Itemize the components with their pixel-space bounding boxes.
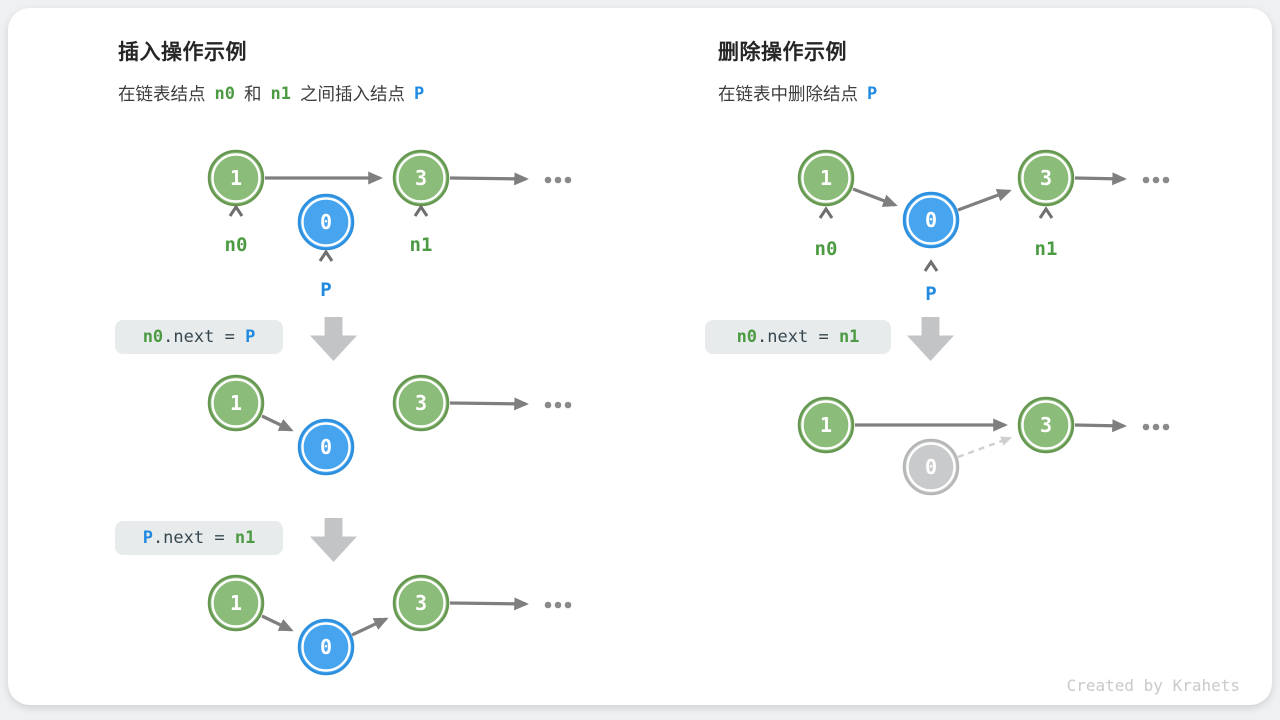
arrow-p-to-n1	[351, 617, 389, 637]
ellipsis-icon	[1142, 176, 1170, 184]
code-rhs: P	[245, 327, 256, 347]
subtitle-text: 之间插入结点	[299, 84, 405, 104]
arrow-n1-to-rest	[449, 597, 529, 611]
node-3-green	[1017, 396, 1075, 454]
insert-section-title: 插入操作示例	[118, 41, 247, 64]
node-value: 1	[229, 391, 243, 415]
n0-pointer-label: n0	[814, 238, 838, 260]
insert-step2-code: P.next = n1	[115, 521, 283, 555]
node-value: 0	[924, 208, 938, 232]
ellipsis-icon	[544, 401, 572, 409]
delete-step0-diagram	[797, 149, 1170, 272]
node-1-green	[207, 574, 265, 632]
node-value: 3	[1039, 413, 1053, 437]
n1-pointer-label: n1	[409, 234, 433, 256]
p-token: P	[867, 83, 878, 104]
code-lhs: P	[142, 528, 153, 548]
node-0-blue	[297, 618, 355, 676]
n0-pointer-label: n0	[224, 234, 248, 256]
arrow-p-to-n1	[957, 189, 1012, 212]
delete-section-title: 删除操作示例	[718, 41, 847, 64]
arrow-n0-to-p	[852, 187, 898, 207]
node-3-green	[392, 374, 450, 432]
arrow-n1-to-rest	[1074, 172, 1127, 186]
subtitle-text: 在链表结点	[118, 84, 206, 104]
insert-step0-diagram	[207, 149, 572, 262]
caret-up-icon	[818, 206, 834, 219]
ellipsis-icon	[544, 601, 572, 609]
arrow-n1-to-rest	[1074, 419, 1127, 433]
delete-section-subtitle: 在链表中删除结点 P	[718, 81, 877, 106]
p-token: P	[413, 83, 425, 104]
code-mid: .next =	[757, 327, 839, 347]
node-1-green	[207, 374, 265, 432]
node-value: 1	[229, 166, 243, 190]
subtitle-text: 和	[243, 84, 262, 104]
code-rhs: n1	[838, 327, 860, 347]
insert-step2-diagram	[207, 574, 572, 676]
node-value: 3	[414, 391, 428, 415]
p-pointer-label: P	[320, 279, 332, 301]
subtitle-text: 在链表中删除结点	[718, 84, 858, 104]
credit-text: Created by Krahets	[1066, 676, 1240, 695]
node-value: 0	[319, 635, 333, 659]
node-0-blue	[297, 418, 355, 476]
code-mid: .next =	[152, 528, 235, 548]
node-0-removed-gray	[902, 438, 960, 496]
caret-up-icon	[318, 249, 334, 262]
insert-section-subtitle: 在链表结点 n0 和 n1 之间插入结点 P	[118, 81, 424, 106]
node-0-blue	[297, 193, 355, 251]
node-3-green	[392, 149, 450, 207]
p-pointer-label: P	[925, 283, 937, 305]
node-3-green	[392, 574, 450, 632]
code-mid: .next =	[163, 327, 246, 347]
n1-token: n1	[270, 83, 291, 104]
arrow-n0-to-p	[261, 614, 294, 632]
caret-up-icon	[923, 259, 939, 272]
node-0-blue	[902, 191, 960, 249]
node-3-green	[1017, 149, 1075, 207]
node-value: 3	[414, 166, 428, 190]
ellipsis-icon	[1142, 423, 1170, 431]
insert-step1-code: n0.next = P	[115, 320, 283, 354]
caret-up-icon	[413, 204, 429, 217]
node-value: 3	[414, 591, 428, 615]
delete-step1-diagram	[797, 396, 1170, 496]
node-value: 0	[924, 455, 938, 479]
code-lhs: n0	[142, 327, 164, 347]
node-value: 1	[819, 166, 833, 190]
code-lhs: n0	[736, 327, 758, 347]
node-value: 1	[229, 591, 243, 615]
arrow-n1-to-rest	[449, 397, 529, 411]
delete-step1-code: n0.next = n1	[705, 320, 891, 354]
n1-pointer-label: n1	[1034, 238, 1058, 260]
node-value: 0	[319, 435, 333, 459]
arrow-removed-p-to-n1-dashed	[957, 436, 1013, 459]
node-value: 3	[1039, 166, 1053, 190]
caret-up-icon	[228, 204, 244, 217]
n0-token: n0	[214, 83, 235, 104]
arrow-n1-to-rest	[449, 172, 529, 186]
node-1-green	[797, 396, 855, 454]
node-value: 0	[319, 210, 333, 234]
insert-step1-diagram	[207, 374, 572, 476]
ellipsis-icon	[544, 176, 572, 184]
arrow-n0-to-p	[261, 414, 294, 432]
code-rhs: n1	[234, 528, 256, 548]
caret-up-icon	[1038, 206, 1054, 219]
node-1-green	[797, 149, 855, 207]
node-value: 1	[819, 413, 833, 437]
